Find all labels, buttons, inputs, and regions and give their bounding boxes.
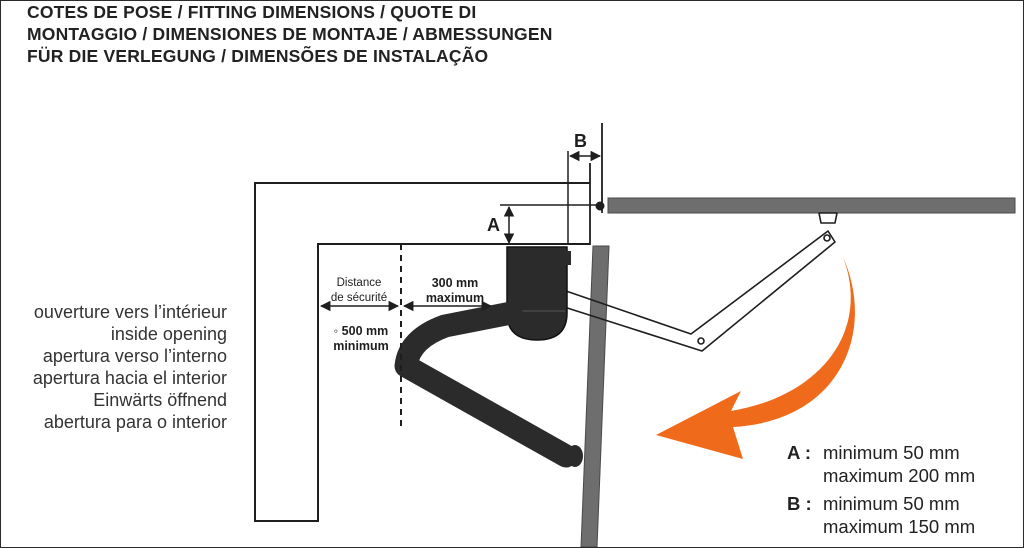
- diagram-title: COTES DE POSE / FITTING DIMENSIONS / QUO…: [27, 1, 553, 67]
- closed-gate-leaf: [607, 197, 1016, 214]
- arm-open-position: [394, 301, 578, 468]
- max-300-label: 300 mm maximum: [411, 276, 499, 306]
- opening-direction-arrow: [656, 257, 855, 459]
- legend-a-min: minimum 50 mm: [823, 442, 960, 463]
- safety-distance-line-1: Distance: [336, 277, 382, 289]
- opening-label-en: inside opening: [110, 324, 227, 344]
- max-300-line-2: maximum: [425, 291, 485, 305]
- min-500-line-1: ◦ 500 mm: [333, 324, 389, 338]
- opening-label-pt: abertura para o interior: [43, 412, 227, 432]
- title-line-3: FÜR DIE VERLEGUNG / DIMENSÕES DE INSTALA…: [27, 46, 489, 66]
- legend-a-max: maximum 200 mm: [823, 465, 976, 486]
- legend-row-a: A : minimum 50 mm maximum 200 mm: [787, 441, 975, 487]
- gate-hinge: [595, 201, 605, 211]
- opened-gate-leaf: [580, 245, 610, 547]
- dimension-legend: A : minimum 50 mm maximum 200 mm B : min…: [787, 441, 975, 538]
- arm-closed-position: [560, 212, 838, 352]
- legend-b-max: maximum 150 mm: [823, 516, 976, 537]
- min-500-label: ◦ 500 mm minimum: [321, 324, 401, 354]
- min-500-line-2: minimum: [333, 339, 389, 353]
- safety-distance-line-2: de sécurité: [330, 292, 388, 304]
- max-300-line-1: 300 mm: [431, 276, 479, 290]
- motor-bracket: [565, 251, 571, 265]
- arm-end-bracket: [567, 445, 583, 467]
- inside-opening-labels: ouverture vers l’intérieur inside openin…: [33, 301, 227, 433]
- legend-values-a: minimum 50 mm maximum 200 mm: [823, 441, 975, 487]
- safety-distance-label: Distance de sécurité: [319, 276, 399, 306]
- legend-key-a: A :: [787, 442, 811, 463]
- opening-label-de: Einwärts öffnend: [93, 390, 227, 410]
- dimension-a-label: A: [487, 215, 500, 235]
- title-line-2: MONTAGGIO / DIMENSIONES DE MONTAJE / ABM…: [27, 24, 553, 44]
- title-line-1: COTES DE POSE / FITTING DIMENSIONS / QUO…: [27, 2, 477, 22]
- legend-row-b: B : minimum 50 mm maximum 150 mm: [787, 492, 975, 538]
- opening-label-es: apertura hacia el interior: [32, 368, 227, 388]
- pillar-outline: [254, 182, 590, 522]
- legend-values-b: minimum 50 mm maximum 150 mm: [823, 492, 975, 538]
- legend-b-min: minimum 50 mm: [823, 493, 960, 514]
- opening-label-fr: ouverture vers l’intérieur: [33, 302, 227, 322]
- opening-label-it: apertura verso l’interno: [42, 346, 227, 366]
- dimension-b-label: B: [574, 131, 587, 151]
- motor-body: [506, 246, 568, 341]
- legend-key-b: B :: [787, 493, 812, 514]
